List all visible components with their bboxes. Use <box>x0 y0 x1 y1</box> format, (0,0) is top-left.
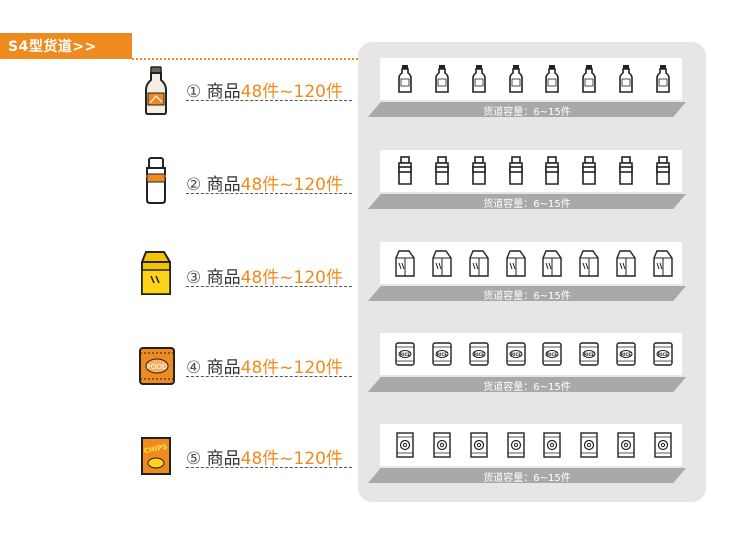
shelf-3-capacity: 货道容量：6~15件 <box>483 291 571 302</box>
shelf-2-capacity: 货道容量：6~15件 <box>483 199 571 210</box>
shelf-5-slot-snack-icon <box>468 429 490 461</box>
shelf-5-capacity: 货道容量：6~15件 <box>483 473 571 484</box>
shelf-4-slot-rice-icon: RICE <box>578 338 600 370</box>
row-5-underline <box>186 467 352 468</box>
shelf-3 <box>380 242 682 284</box>
shelf-3-slot-carton-icon <box>394 247 416 279</box>
milk-carton-icon <box>134 248 178 298</box>
svg-text:RICE: RICE <box>474 352 485 357</box>
row-5-label: ⑤ 商品48件~120件 <box>186 449 343 469</box>
svg-text:RICE: RICE <box>437 352 448 357</box>
yogurt-bottle-icon <box>134 156 178 206</box>
shelf-2-slot-yogurt-icon <box>652 155 674 187</box>
svg-text:RICE: RICE <box>584 352 595 357</box>
shelf-3-slot-carton-icon <box>431 247 453 279</box>
shelf-3-slot-carton-icon <box>541 247 563 279</box>
shelf-2-slot-yogurt-icon <box>541 155 563 187</box>
row-4-underline <box>186 376 352 377</box>
shelf-2-slot-yogurt-icon <box>394 155 416 187</box>
shelf-2-slot-yogurt-icon <box>468 155 490 187</box>
shelf-2-slot-yogurt-icon <box>578 155 600 187</box>
svg-text:RICE: RICE <box>510 352 521 357</box>
shelf-5-slot-snack-icon <box>615 429 637 461</box>
shelf-5-slot-snack-icon <box>505 429 527 461</box>
shelf-3-slot-carton-icon <box>578 247 600 279</box>
row-2-underline <box>186 193 352 194</box>
shelf-5-slot-snack-icon <box>431 429 453 461</box>
shelf-4-slot-rice-icon: RICE <box>652 338 674 370</box>
shelf-1-slot-bottle-icon <box>578 63 600 95</box>
shelf-2-slot-yogurt-icon <box>431 155 453 187</box>
svg-text:RICE: RICE <box>400 352 411 357</box>
shelf-4-slot-rice-icon: RICE <box>505 338 527 370</box>
shelf-1-slot-bottle-icon <box>394 63 416 95</box>
shelf-4: RICE RICE RICE RICE RICE RICE RICE RICE <box>380 333 682 375</box>
row-2-label: ② 商品48件~120件 <box>186 175 343 195</box>
chips-bag-icon: CHIPS <box>134 430 178 480</box>
shelf-1-capacity: 货道容量：6~15件 <box>483 107 571 118</box>
section-header-tab: S4型货道>> <box>0 33 132 59</box>
row-4-label: ④ 商品48件~120件 <box>186 358 343 378</box>
shelf-5-slot-snack-icon <box>578 429 600 461</box>
shelf-4-slot-rice-icon: RICE <box>431 338 453 370</box>
shelf-4-slot-rice-icon: RICE <box>541 338 563 370</box>
shelf-1-slot-bottle-icon <box>652 63 674 95</box>
food-bag-icon: FOOD <box>134 340 178 390</box>
shelf-5-slot-snack-icon <box>541 429 563 461</box>
shelf-2-slot-yogurt-icon <box>615 155 637 187</box>
milk-bottle-icon <box>134 66 178 116</box>
shelf-1-slot-bottle-icon <box>468 63 490 95</box>
shelf-1-slot-bottle-icon <box>541 63 563 95</box>
shelf-2-slots <box>394 155 674 187</box>
row-1-underline <box>186 100 352 101</box>
shelf-1-ledge: 货道容量：6~15件 <box>368 102 686 117</box>
svg-text:FOOD: FOOD <box>147 363 167 371</box>
row-1-label: ① 商品48件~120件 <box>186 82 343 102</box>
shelf-3-slots <box>394 247 674 279</box>
header-dotted-divider <box>132 58 362 60</box>
shelf-3-slot-carton-icon <box>505 247 527 279</box>
shelf-5-slots <box>394 429 674 461</box>
svg-text:RICE: RICE <box>621 352 632 357</box>
shelf-1-slot-bottle-icon <box>505 63 527 95</box>
svg-text:RICE: RICE <box>658 352 669 357</box>
shelf-4-slot-rice-icon: RICE <box>468 338 490 370</box>
shelf-5-slot-snack-icon <box>652 429 674 461</box>
row-3-label: ③ 商品48件~120件 <box>186 268 343 288</box>
shelf-4-ledge: 货道容量：6~15件 <box>368 377 686 392</box>
shelf-1-slots <box>394 63 674 95</box>
shelf-4-slots: RICE RICE RICE RICE RICE RICE RICE RICE <box>394 338 674 370</box>
shelf-2-ledge: 货道容量：6~15件 <box>368 194 686 209</box>
shelf-4-slot-rice-icon: RICE <box>394 338 416 370</box>
shelf-5-ledge: 货道容量：6~15件 <box>368 468 686 483</box>
shelf-1 <box>380 58 682 100</box>
svg-text:RICE: RICE <box>547 352 558 357</box>
row-3-underline <box>186 286 352 287</box>
shelf-3-slot-carton-icon <box>652 247 674 279</box>
shelf-2-slot-yogurt-icon <box>505 155 527 187</box>
shelf-1-slot-bottle-icon <box>615 63 637 95</box>
shelf-4-capacity: 货道容量：6~15件 <box>483 382 571 393</box>
shelf-3-ledge: 货道容量：6~15件 <box>368 286 686 301</box>
shelf-2 <box>380 150 682 192</box>
shelf-4-slot-rice-icon: RICE <box>615 338 637 370</box>
shelf-3-slot-carton-icon <box>615 247 637 279</box>
shelf-1-slot-bottle-icon <box>431 63 453 95</box>
shelf-5 <box>380 424 682 466</box>
shelf-5-slot-snack-icon <box>394 429 416 461</box>
shelf-3-slot-carton-icon <box>468 247 490 279</box>
section-title: S4型货道>> <box>8 39 97 55</box>
